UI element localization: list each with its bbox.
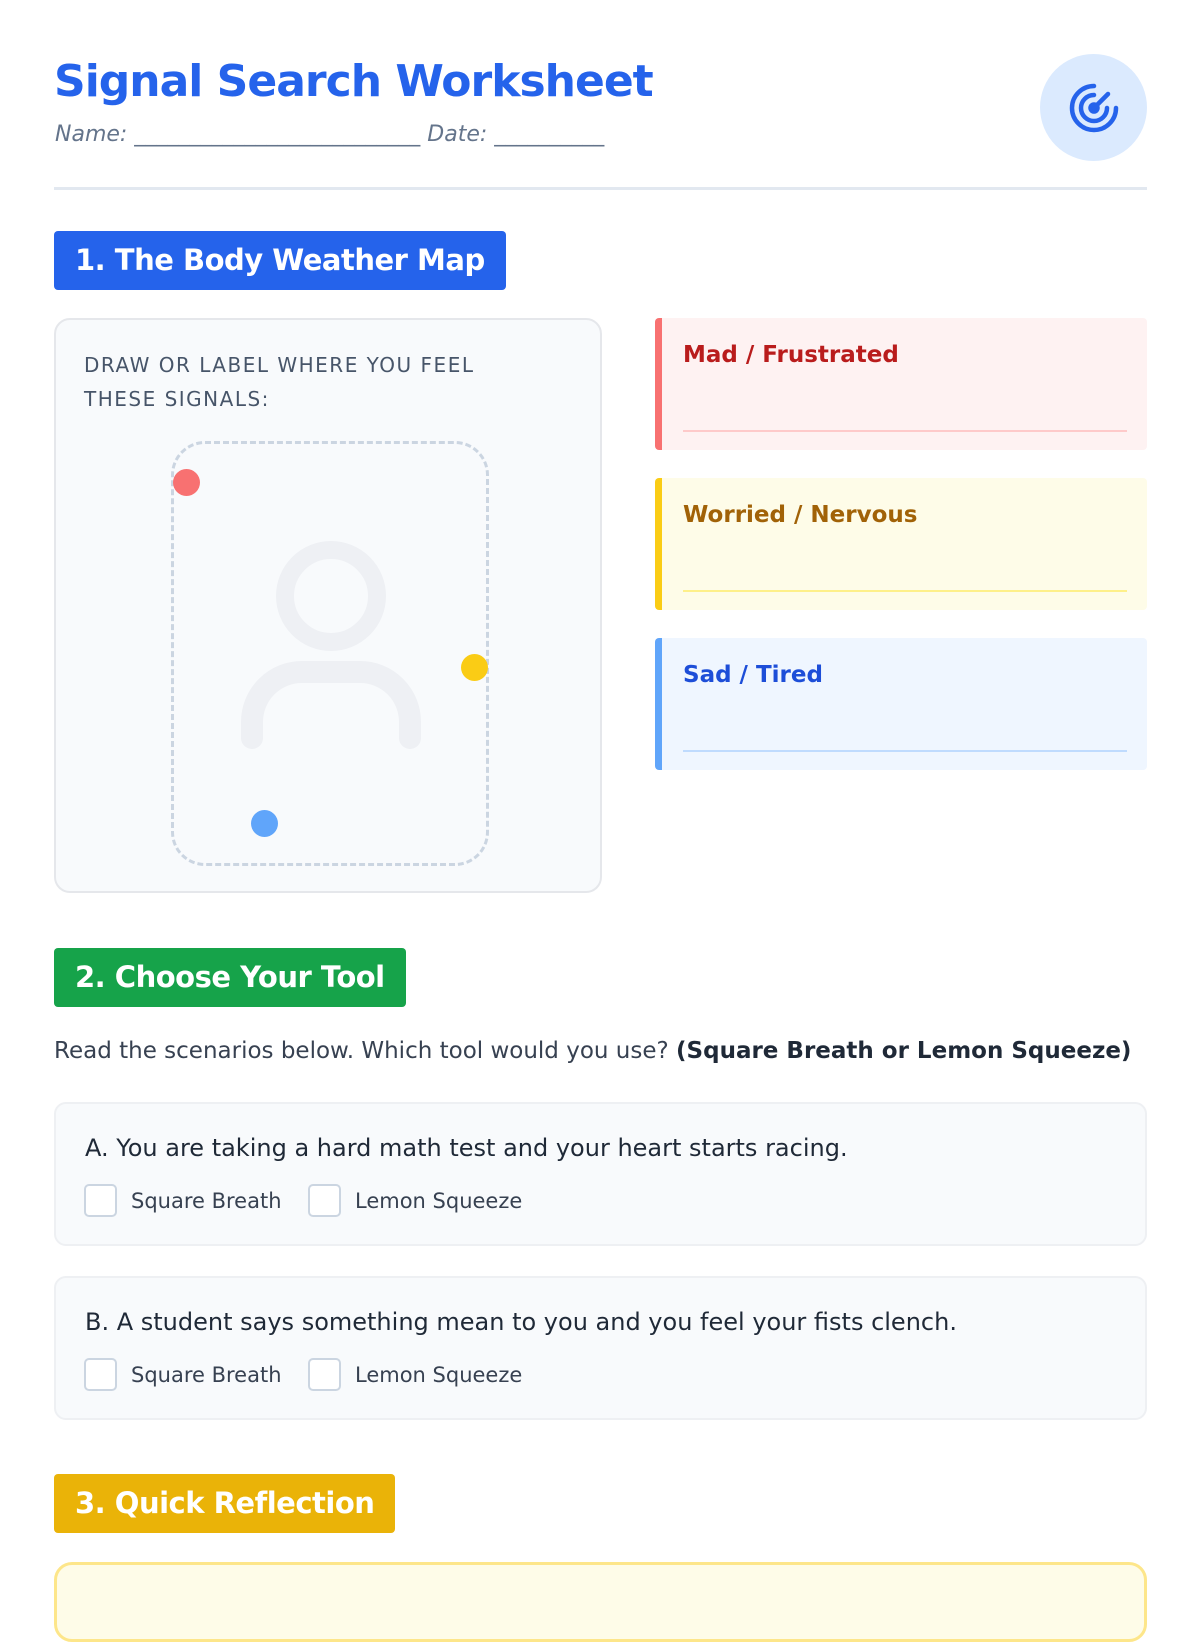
signal-card-worried: Worried / Nervous: [655, 478, 1147, 610]
map-instruction: DRAW OR LABEL WHERE YOU FEEL THESE SIGNA…: [84, 353, 475, 411]
mad-signal-dot: [173, 469, 200, 496]
answer-line[interactable]: [683, 430, 1127, 432]
person-icon: [241, 541, 421, 749]
signal-label: Mad / Frustrated: [683, 342, 899, 368]
signal-label: Worried / Nervous: [683, 502, 918, 528]
option-square-breath[interactable]: Square Breath: [84, 1184, 282, 1217]
name-date-line: Name: __________________________ Date: _…: [55, 122, 605, 147]
option-lemon-squeeze[interactable]: Lemon Squeeze: [308, 1184, 522, 1217]
header-divider: [54, 187, 1147, 190]
page-title: Signal Search Worksheet: [54, 56, 654, 107]
checkbox[interactable]: [308, 1184, 341, 1217]
intro-text: Read the scenarios below. Which tool wou…: [54, 1038, 669, 1064]
answer-line[interactable]: [683, 590, 1127, 592]
scenario-text: A. You are taking a hard math test and y…: [85, 1134, 848, 1162]
worried-signal-dot: [461, 654, 488, 681]
radar-icon: [1040, 54, 1147, 161]
signal-card-mad: Mad / Frustrated: [655, 318, 1147, 450]
checkbox[interactable]: [84, 1184, 117, 1217]
answer-line[interactable]: [683, 750, 1127, 752]
signal-card-sad: Sad / Tired: [655, 638, 1147, 770]
option-label: Lemon Squeeze: [355, 1362, 523, 1387]
section-2-heading: 2. Choose Your Tool: [54, 948, 406, 1007]
option-square-breath[interactable]: Square Breath: [84, 1358, 282, 1391]
option-lemon-squeeze[interactable]: Lemon Squeeze: [308, 1358, 522, 1391]
scenario-card-a: A. You are taking a hard math test and y…: [54, 1102, 1147, 1246]
section-3-heading: 3. Quick Reflection: [54, 1474, 396, 1533]
sad-signal-dot: [251, 810, 278, 837]
section-2-intro: Read the scenarios below. Which tool wou…: [54, 1038, 1131, 1064]
scenario-text: B. A student says something mean to you …: [85, 1308, 957, 1336]
option-label: Square Breath: [131, 1362, 282, 1387]
intro-bold-text: (Square Breath or Lemon Squeeze): [676, 1038, 1132, 1064]
signal-label: Sad / Tired: [683, 662, 823, 688]
option-label: Square Breath: [131, 1188, 282, 1213]
body-drawing-area[interactable]: [171, 441, 489, 866]
scenario-card-b: B. A student says something mean to you …: [54, 1276, 1147, 1420]
section-1-heading: 1. The Body Weather Map: [54, 231, 506, 290]
body-map-card: DRAW OR LABEL WHERE YOU FEEL THESE SIGNA…: [54, 318, 602, 893]
checkbox[interactable]: [84, 1358, 117, 1391]
checkbox[interactable]: [308, 1358, 341, 1391]
reflection-box[interactable]: [54, 1562, 1147, 1642]
option-label: Lemon Squeeze: [355, 1188, 523, 1213]
